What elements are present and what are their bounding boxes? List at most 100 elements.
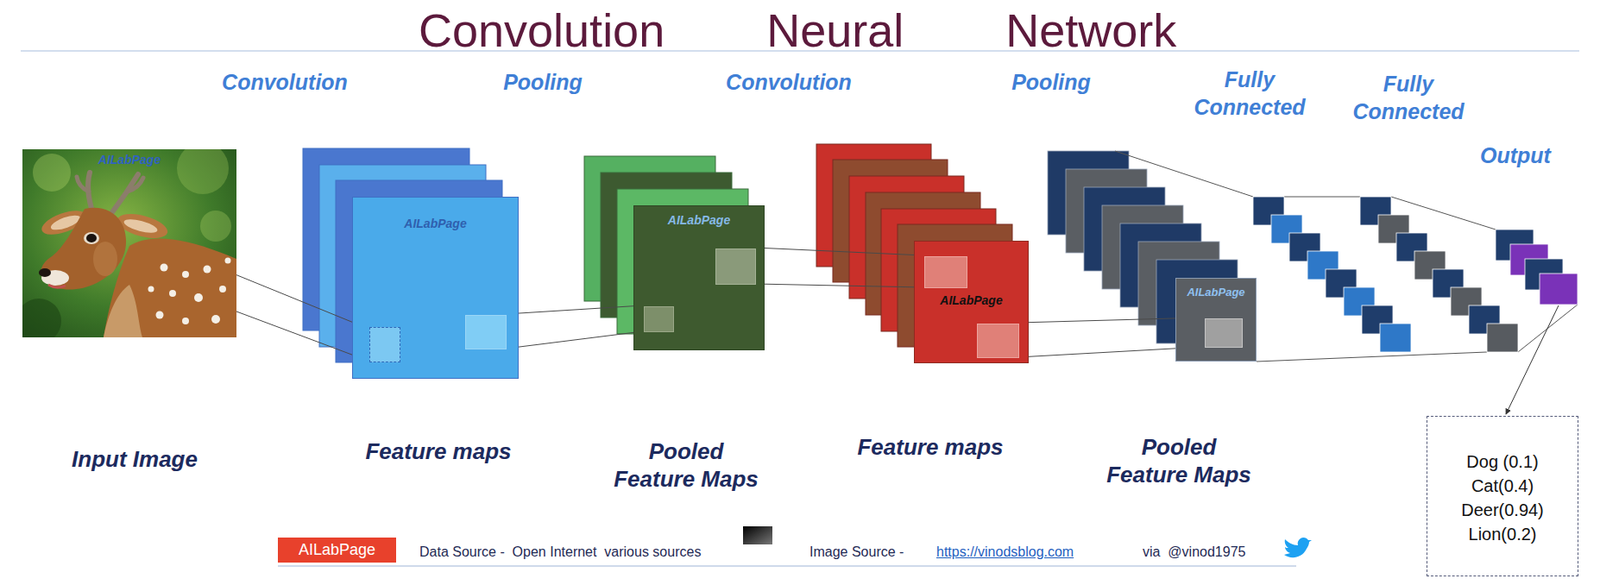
label-holder: Pooling — [503, 68, 583, 96]
deer-spot — [156, 311, 164, 320]
layer-caption: Pooled Feature Maps — [1101, 433, 1257, 489]
source-note: Data Source - Open Internet various sour… — [419, 543, 701, 561]
deer-cheek — [93, 241, 118, 277]
deer-spot — [182, 317, 189, 325]
source-note: via @vinod1975 — [1142, 543, 1246, 561]
projection-line — [1114, 151, 1254, 197]
label-holder: Fully Connected — [1189, 65, 1311, 121]
label-holder: Convolution — [221, 68, 348, 96]
bokeh — [200, 210, 232, 242]
watermark: AILabPage — [352, 216, 518, 232]
label-holder: Fully Connected — [1348, 69, 1469, 126]
source-link: https://vinodsblog.com — [936, 543, 1074, 561]
label-holder: Data Source - Open Internet various sour… — [419, 543, 701, 561]
label-holder: Feature maps — [365, 437, 511, 466]
layer-caption: Input Image — [71, 445, 198, 473]
layer-caption: Pooled Feature Maps — [608, 437, 764, 493]
neuron-block — [1379, 323, 1412, 353]
stage-label: Pooling — [1011, 68, 1091, 96]
footer-rule — [277, 566, 1297, 567]
watermark: AILabPage — [634, 213, 764, 228]
fully-connected-stack — [1360, 196, 1519, 353]
brand-name: AILabPage — [277, 540, 397, 560]
stage-label: Pooling — [503, 68, 583, 96]
deer-spot — [160, 264, 169, 272]
label-holder: https://vinodsblog.com — [936, 543, 1074, 561]
deer-ear-inner — [122, 216, 159, 236]
output-block — [1539, 273, 1578, 305]
class-score: Dog (0.1) — [1427, 449, 1578, 474]
projection-line — [764, 248, 914, 288]
label-holder: via @vinod1975 — [1142, 543, 1246, 561]
output-stack — [1495, 229, 1578, 305]
class-score: Lion(0.2) — [1427, 522, 1578, 547]
deer-eye-ring — [83, 232, 100, 245]
source-note: Image Source - — [809, 543, 904, 561]
output-probabilities: Dog (0.1)Cat(0.4)Deer(0.94)Lion(0.2) — [1426, 415, 1579, 577]
projection-line — [1284, 196, 1361, 198]
stage-label: Fully Connected — [1189, 65, 1311, 121]
deer-eye — [86, 233, 97, 243]
projection-line — [518, 306, 634, 347]
receptive-patch — [715, 248, 756, 285]
receptive-patch — [924, 256, 968, 289]
deer-head — [40, 207, 126, 290]
source-chip — [743, 526, 773, 545]
layer-caption: Feature maps — [856, 433, 1003, 461]
projection-line — [1028, 318, 1176, 357]
label-holder: Convolution — [725, 68, 852, 96]
neuron-block — [1486, 323, 1519, 353]
input-image: AILabPage — [22, 149, 237, 338]
fully-connected-stack — [1253, 196, 1412, 353]
deer-spot — [219, 285, 227, 293]
receptive-patch — [643, 306, 675, 333]
brand-badge: AILabPage — [277, 537, 397, 563]
deer-spot — [169, 289, 177, 297]
deer-chest — [103, 284, 143, 338]
deer-spot — [225, 258, 232, 265]
diagram-title: Convolution Neural Network — [418, 3, 1177, 57]
stage-label: Convolution — [221, 68, 348, 96]
deer-spot — [211, 314, 221, 324]
projection-line — [236, 275, 353, 355]
bokeh — [32, 153, 71, 192]
feature-map: AILabPage — [352, 196, 519, 379]
pooled-map: AILabPage — [633, 205, 765, 351]
deer-spot — [203, 265, 212, 274]
deer-photo — [22, 149, 237, 338]
deer-mouth — [48, 284, 66, 288]
bokeh — [176, 149, 229, 195]
watermark: AILabPage — [1176, 285, 1256, 300]
deer-antler — [76, 176, 89, 192]
projection-line — [1256, 352, 1487, 362]
output-arrow — [1505, 305, 1559, 415]
label-holder: Pooled Feature Maps — [608, 437, 764, 493]
receptive-patch — [1204, 318, 1243, 348]
title-holder: Convolution Neural Network — [418, 3, 1177, 57]
label-holder: Image Source - — [809, 543, 904, 561]
layer-caption: Feature maps — [365, 437, 511, 466]
deer-spot — [182, 270, 189, 278]
stage-label: Output — [1480, 141, 1551, 170]
layer-links — [1114, 151, 1578, 362]
class-score: Deer(0.94) — [1427, 497, 1578, 523]
receptive-patch — [369, 327, 401, 363]
pooled-map: AILabPage — [1175, 277, 1257, 362]
stage-label: Fully Connected — [1348, 69, 1469, 126]
deer-spot — [148, 286, 155, 293]
deer-antler — [127, 177, 144, 192]
label-holder: Pooled Feature Maps — [1101, 433, 1257, 489]
watermark: AILabPage — [22, 152, 237, 168]
label-holder: Output — [1480, 141, 1551, 170]
deer-antler — [112, 174, 139, 213]
receptive-patch — [465, 314, 507, 350]
watermark: AILabPage — [914, 293, 1028, 309]
stage-label: Convolution — [725, 68, 852, 96]
label-holder: Pooling — [1011, 68, 1091, 96]
twitter-icon — [1284, 537, 1312, 558]
class-score: Cat(0.4) — [1427, 473, 1578, 498]
label-holder: Feature maps — [856, 433, 1003, 461]
label-holder: Input Image — [71, 445, 198, 473]
deer-nose — [38, 268, 51, 278]
